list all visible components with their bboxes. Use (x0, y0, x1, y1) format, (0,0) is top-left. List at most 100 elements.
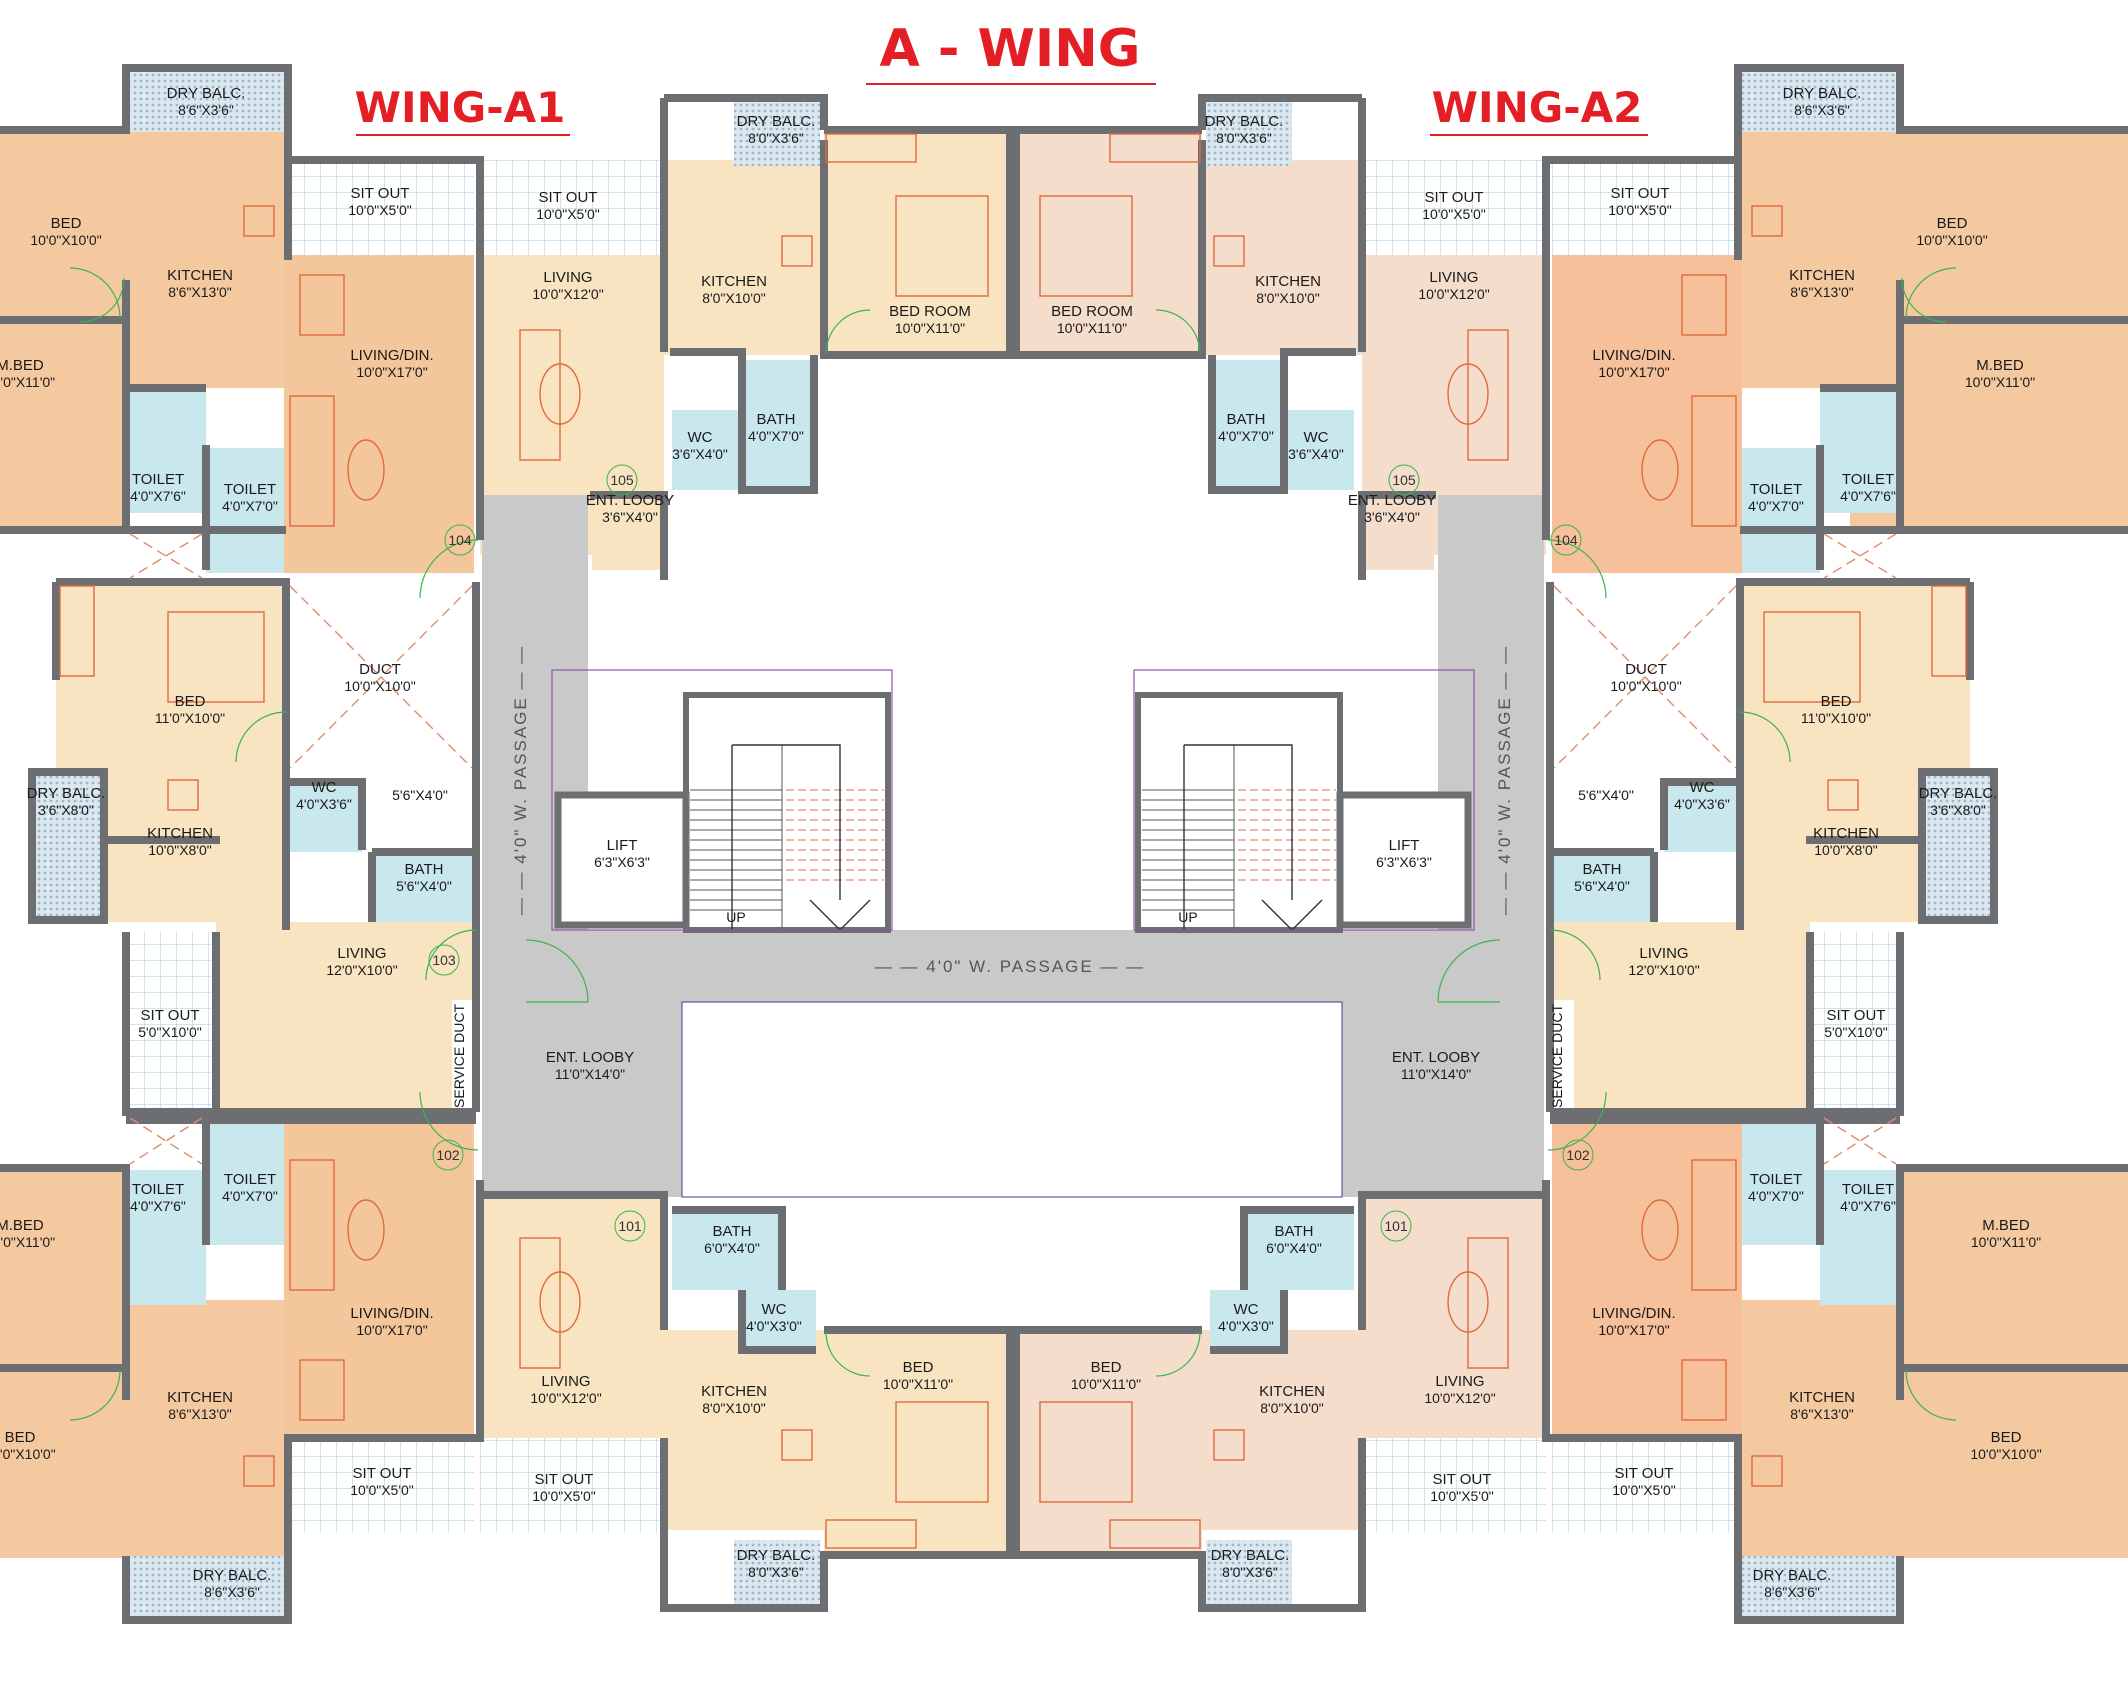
room-label-a2-dry-balc-103: DRY BALC.3'6"X8'0" (1919, 785, 1998, 818)
room-size: 4'0"X3'6" (1674, 796, 1730, 812)
stair-left-treads (690, 745, 783, 930)
room-size: 6'0"X4'0" (1266, 1240, 1322, 1256)
room-name: SIT OUT (1433, 1471, 1492, 1488)
room-size: 10'0"X12'0" (1418, 286, 1489, 302)
svg-text:105: 105 (610, 472, 634, 488)
a2-bath-103-area (1550, 852, 1654, 922)
a1-dry-balc-bl-area (126, 1556, 284, 1616)
room-label-a2-livdin-104: LIVING/DIN.10'0"X17'0" (1592, 347, 1675, 380)
room-size: 10'0"X10'0" (1610, 678, 1681, 694)
room-size: 10'0"X12'0" (530, 1390, 601, 1406)
room-label-a1-livdin-104: LIVING/DIN.10'0"X17'0" (350, 347, 433, 380)
room-size: 10'0"X5'0" (348, 202, 412, 218)
a1-bath-101-area (672, 1210, 782, 1290)
a2-livdin-102-area (1552, 1120, 1742, 1438)
room-name: BED (1937, 215, 1968, 232)
room-size: 6'3"X6'3" (594, 854, 650, 870)
room-size: 10'0"X5'0" (1422, 206, 1486, 222)
a1-kitchen-tl-area (126, 130, 284, 388)
a2-dry-balc-105-area (1206, 98, 1292, 166)
room-name: KITCHEN (701, 273, 767, 290)
stair-right-enclosure (1135, 692, 1343, 933)
a2-dry-balc-101-area (1206, 1540, 1292, 1608)
room-name: TOILET (1842, 1181, 1894, 1198)
room-size: 10'0"X5'0" (350, 1482, 414, 1498)
room-name: LIVING (1429, 269, 1478, 286)
room-name: KITCHEN (1789, 267, 1855, 284)
room-label-a1-dry-balc-bl: DRY BALC.8'6"X3'6" (193, 1567, 272, 1600)
room-name: LIVING/DIN. (350, 347, 433, 364)
sofa-icon (519, 1237, 561, 1369)
wardrobe-icon (1109, 133, 1201, 163)
room-label-a1-wc-105: WC3'6"X4'0" (672, 429, 728, 462)
room-name: BATH (713, 1223, 752, 1240)
a1-sitout-101-area (480, 1438, 664, 1533)
sofa-icon (289, 395, 335, 527)
wardrobe-icon (59, 585, 95, 677)
room-name: DRY BALC. (737, 1547, 816, 1564)
room-size: 8'0"X10'0" (1256, 290, 1320, 306)
room-size: 10'0"X11'0" (1965, 374, 2035, 390)
room-size: 10'0"X10'0" (1970, 1446, 2041, 1462)
furniture (59, 133, 1967, 1549)
room-name: SIT OUT (1425, 189, 1484, 206)
a2-bath-105-area (1212, 360, 1284, 490)
a1-kitchen-103-area (104, 772, 286, 922)
a1-toilet-tl-a-area (126, 388, 206, 513)
a1-mbed-bl-area (0, 1168, 126, 1368)
room-name: SERVICE DUCT (1549, 1004, 1565, 1108)
stove-icon (1751, 205, 1783, 237)
room-name: LIVING (1435, 1373, 1484, 1390)
bed-icon (895, 1401, 989, 1503)
a2-dry-balc-top-area (1742, 72, 1900, 132)
dining-table-icon (299, 274, 345, 336)
a2-bed-103-area (1740, 582, 1970, 772)
room-label-a2-wc-105: WC3'6"X4'0" (1288, 429, 1344, 462)
dining-table-icon (1681, 1359, 1727, 1421)
svg-text:101: 101 (1384, 1218, 1408, 1234)
room-name: BATH (1583, 861, 1622, 878)
room-name: DRY BALC. (1205, 113, 1284, 130)
room-name: WC (312, 779, 337, 796)
room-name: DRY BALC. (27, 785, 106, 802)
room-size: 12'0"X10'0" (326, 962, 397, 978)
room-name: DRY BALC. (1919, 785, 1998, 802)
room-size: 4'0"X3'0" (1218, 1318, 1274, 1334)
a2-dry-balc-br-area (1742, 1556, 1900, 1616)
a2-toilet-tr-b-area (1820, 388, 1900, 513)
room-size: 8'6"X3'6" (1764, 1584, 1820, 1600)
a2-sitout-104-area (1552, 160, 1742, 255)
wing-a2-fills (1016, 72, 2128, 1616)
room-name: KITCHEN (147, 825, 213, 842)
a1-bed-101-area (824, 1330, 1010, 1555)
table-icon (1641, 1199, 1679, 1261)
lift-left-shaft (554, 791, 690, 929)
room-name: LIVING (337, 945, 386, 962)
a1-dry-balc-101-area (734, 1540, 820, 1608)
room-name: BED (1091, 1359, 1122, 1376)
room-size: 5'6"X4'0" (392, 787, 448, 803)
a2-sitout-101-area (1362, 1438, 1546, 1533)
a1-livdin-102-area (284, 1120, 474, 1438)
duct-crosses (129, 533, 1897, 1165)
room-name: SIT OUT (539, 189, 598, 206)
